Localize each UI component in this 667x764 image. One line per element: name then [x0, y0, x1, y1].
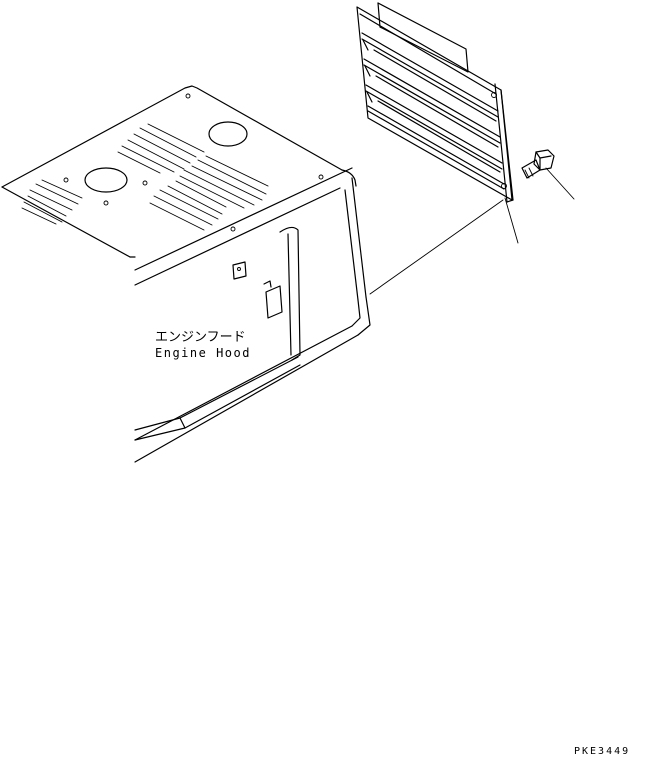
- engine-hood: [1, 85, 371, 463]
- hood-opening-left: [84, 167, 128, 193]
- bolt: [521, 149, 555, 179]
- grille-panel: [356, 2, 514, 203]
- hood-opening-right: [208, 121, 248, 147]
- part-label-en: Engine Hood: [155, 346, 251, 360]
- part-label-jp: エンジンフード: [155, 330, 246, 345]
- vent-slots-middle: [149, 180, 227, 231]
- leader-lines: [369, 167, 575, 295]
- vent-slots-right: [179, 155, 269, 209]
- grille-slats: [361, 32, 505, 190]
- vent-slots-left: [21, 179, 83, 225]
- drawing-code: PKE3449: [574, 746, 630, 757]
- vent-slots-top: [117, 123, 205, 174]
